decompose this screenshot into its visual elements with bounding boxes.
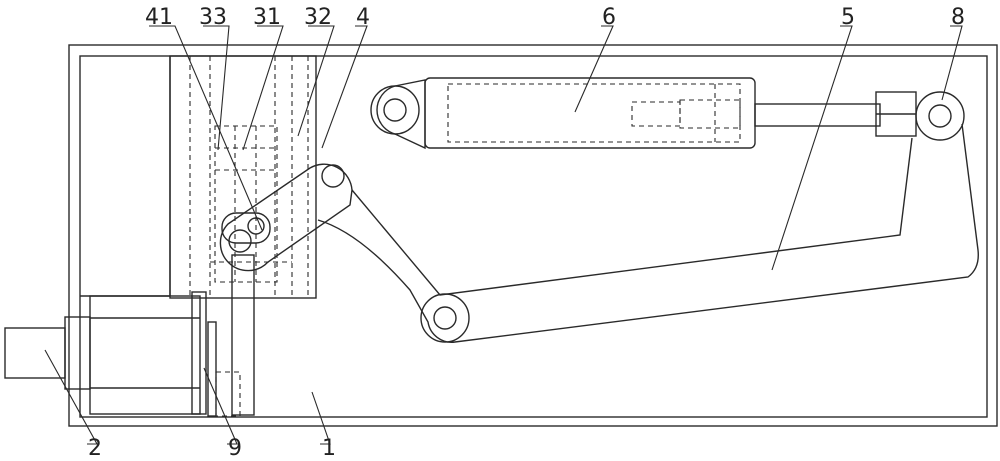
clevis-joint bbox=[876, 92, 964, 140]
label-8: 8 bbox=[951, 5, 965, 30]
slider-rod bbox=[192, 255, 254, 416]
hydraulic-cylinder bbox=[371, 78, 880, 148]
label-4: 4 bbox=[356, 5, 370, 30]
label-31: 31 bbox=[253, 5, 281, 30]
label-5: 5 bbox=[841, 5, 855, 30]
label-33: 33 bbox=[199, 5, 227, 30]
label-32: 32 bbox=[304, 5, 332, 30]
label-41: 41 bbox=[145, 5, 173, 30]
left-block bbox=[80, 56, 170, 296]
lever-arm bbox=[318, 124, 978, 342]
label-9: 9 bbox=[228, 436, 242, 461]
label-1-base: 2 bbox=[88, 436, 102, 461]
motor bbox=[5, 296, 200, 414]
label-base: 1 bbox=[322, 436, 336, 461]
guide-assembly bbox=[170, 56, 316, 298]
part-labels: 2 1 9 41 33 31 32 4 6 5 8 bbox=[88, 5, 965, 461]
leader-lines bbox=[45, 26, 962, 444]
label-6: 6 bbox=[602, 5, 616, 30]
